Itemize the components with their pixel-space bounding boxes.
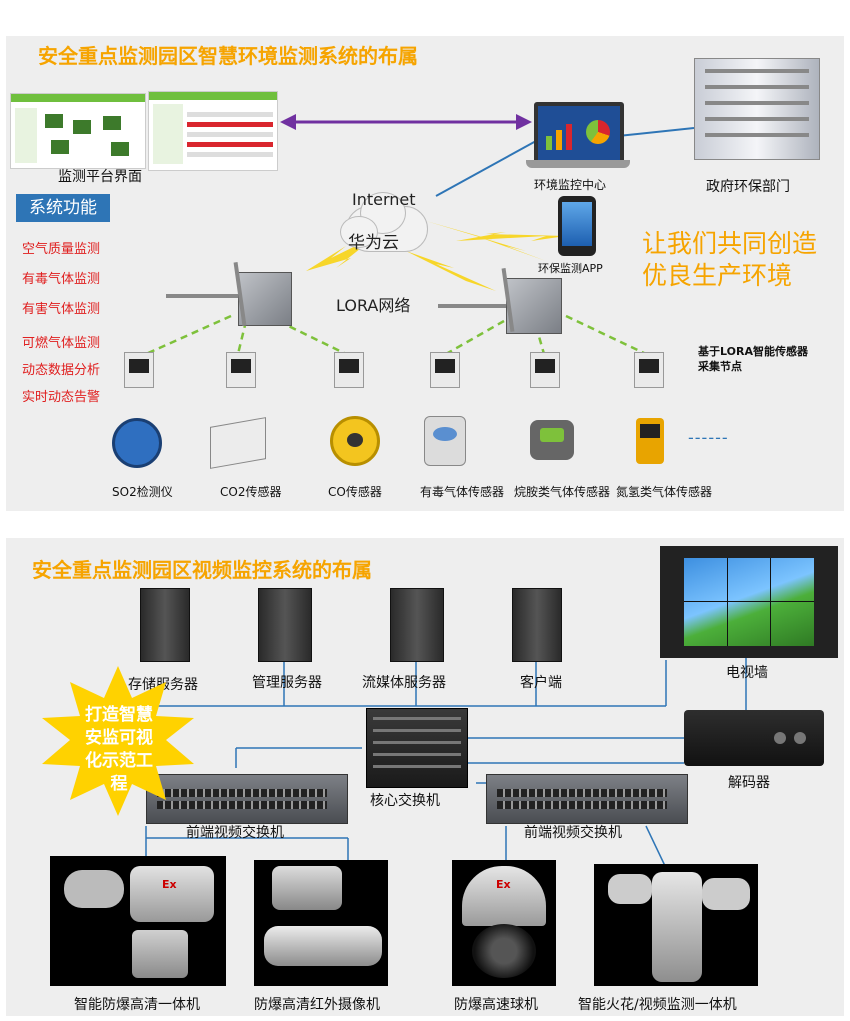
lora-gateway-2-icon [506, 278, 562, 334]
toxic-gas-sensor-icon [424, 416, 466, 466]
tv-wall-label: 电视墙 [726, 665, 768, 681]
co-sensor-icon [330, 416, 380, 466]
func-item-1: 空气质量监测 [22, 242, 101, 257]
sensor-label-1: SO2检测仪 [112, 485, 173, 499]
camera-3-icon: Ex [452, 860, 556, 986]
camera-2-icon [254, 860, 388, 986]
starburst-line-1: 打造智慧 [85, 705, 153, 725]
sensor-node-2-icon [226, 352, 256, 388]
slogan-line2: 优良生产环境 [642, 261, 793, 290]
sensor-node-3-icon [334, 352, 364, 388]
camera-label-2: 防爆高清红外摄像机 [254, 997, 380, 1013]
func-item-2: 有毒气体监测 [22, 272, 101, 287]
decoder-icon [684, 710, 824, 766]
camera-1-icon: Ex [50, 856, 226, 986]
cloud-label: 华为云 [348, 233, 399, 253]
sensor-node-4-icon [430, 352, 460, 388]
front-switch-2-icon [486, 774, 688, 824]
starburst-icon [42, 666, 194, 816]
platform-screenshot-2 [148, 91, 278, 171]
camera-4-icon [594, 864, 758, 986]
camera-label-4: 智能火花/视频监测一体机 [578, 997, 737, 1013]
server-rack-icon [694, 58, 820, 160]
func-item-5: 动态数据分析 [22, 363, 101, 378]
front-switch-2-label: 前端视频交换机 [524, 825, 622, 841]
streaming-server-icon [390, 588, 444, 662]
sensor-label-6: 氮氢类气体传感器 [616, 485, 713, 499]
app-label: 环保监测APP [538, 262, 603, 275]
core-switch-icon [366, 708, 468, 788]
laptop-icon [534, 102, 624, 164]
starburst-line-4: 程 [110, 774, 128, 794]
camera-label-1: 智能防爆高清一体机 [74, 997, 200, 1013]
platform-screenshot-1 [10, 93, 146, 169]
front-switch-1-icon [146, 774, 348, 824]
video-title: 安全重点监测园区视频监控系统的布属 [32, 558, 372, 582]
lora-label: LORA网络 [336, 296, 411, 315]
tv-wall-icon [660, 546, 838, 658]
center-label: 环境监控中心 [534, 178, 607, 192]
sensor-node-5-icon [530, 352, 560, 388]
env-monitoring-panel: 安全重点监测园区智慧环境监测系统的布属 监测平台界面 环境监控中心 政府环保部门 [6, 36, 844, 511]
func-item-6: 实时动态告警 [22, 390, 101, 405]
client-icon [512, 588, 562, 662]
management-server-icon [258, 588, 312, 662]
sensor-label-3: CO传感器 [328, 485, 382, 499]
internet-label: Internet [352, 190, 416, 209]
sensor-label-5: 烷胺类气体传感器 [514, 485, 611, 499]
env-title: 安全重点监测园区智慧环境监测系统的布属 [38, 44, 418, 68]
lora-gateway-1-icon [238, 272, 292, 326]
more-dashes: ------ [688, 428, 729, 447]
amine-gas-sensor-icon [530, 420, 574, 460]
so2-detector-icon [112, 418, 162, 468]
starburst-text: 打造智慧 安监可视 化示范工 程 [54, 704, 184, 796]
sensor-node-6-icon [634, 352, 664, 388]
slogan-line1: 让我们共同创造 [642, 229, 818, 258]
starburst-line-2: 安监可视 [85, 728, 153, 748]
server-label-2: 管理服务器 [252, 675, 322, 691]
func-item-3: 有害气体监测 [22, 302, 101, 317]
server-label-4: 客户端 [520, 675, 562, 691]
starburst-line-3: 化示范工 [85, 751, 153, 771]
cloud-icon [336, 186, 436, 256]
decoder-label: 解码器 [728, 775, 770, 791]
storage-server-icon [140, 588, 190, 662]
video-monitoring-panel: 安全重点监测园区视频监控系统的布属 存储服务器 管理服务器 流媒体服务器 客户端… [6, 538, 844, 1016]
camera-label-3: 防爆高速球机 [454, 997, 538, 1013]
gov-label: 政府环保部门 [706, 179, 790, 195]
func-item-4: 可燃气体监测 [22, 336, 101, 351]
front-switch-1-label: 前端视频交换机 [186, 825, 284, 841]
func-badge: 系统功能 [16, 194, 110, 222]
platform-label: 监测平台界面 [58, 169, 142, 185]
sensor-node-1-icon [124, 352, 154, 388]
nitrogen-gas-sensor-icon [636, 418, 664, 464]
server-label-3: 流媒体服务器 [362, 675, 446, 691]
ex-mark-3: Ex [496, 878, 511, 891]
antenna-3-icon [438, 304, 506, 308]
core-switch-label: 核心交换机 [370, 793, 440, 809]
antenna-1-icon [166, 294, 238, 298]
laptop-base [526, 160, 630, 168]
phone-icon [558, 196, 596, 256]
ex-mark-1: Ex [162, 878, 177, 891]
sensor-label-2: CO2传感器 [220, 485, 282, 499]
node-label: 基于LORA智能传感器采集节点 [698, 345, 808, 373]
sensor-label-4: 有毒气体传感器 [420, 485, 505, 499]
